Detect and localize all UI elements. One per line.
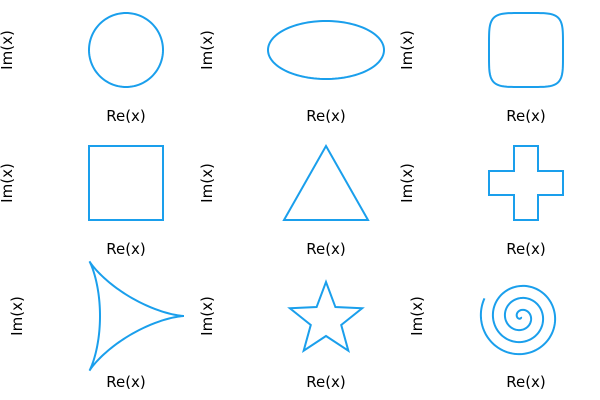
deltoid-curve (88, 260, 184, 372)
triangle-curve (282, 143, 370, 221)
y-axis-label: Im(x) (198, 30, 216, 70)
panel-superellipse: Re(x) Im(x) (398, 11, 565, 125)
square-curve (88, 145, 164, 221)
y-axis-label: Im(x) (408, 296, 426, 336)
panel-ellipse: Re(x) Im(x) (198, 19, 386, 125)
panel-circle: Re(x) Im(x) (0, 11, 165, 125)
panel-star: Re(x) Im(x) (198, 279, 365, 391)
y-axis-label: Im(x) (0, 30, 16, 70)
x-axis-label: Re(x) (506, 107, 546, 125)
cross-curve (488, 145, 564, 221)
panel-spiral: Re(x) Im(x) (408, 284, 557, 391)
x-axis-label: Re(x) (306, 107, 346, 125)
superellipse-curve (487, 11, 565, 89)
spiral-curve (479, 284, 557, 356)
y-axis-label: Im(x) (398, 30, 416, 70)
panel-triangle: Re(x) Im(x) (198, 143, 370, 258)
y-axis-label: Im(x) (0, 163, 16, 203)
x-axis-label: Re(x) (506, 373, 546, 391)
star-curve (287, 279, 365, 354)
x-axis-label: Re(x) (506, 240, 546, 258)
y-axis-label: Im(x) (8, 296, 26, 336)
circle-curve (87, 11, 165, 89)
ellipse-curve (266, 19, 386, 81)
y-axis-label: Im(x) (198, 296, 216, 336)
x-axis-label: Re(x) (306, 240, 346, 258)
y-axis-label: Im(x) (198, 163, 216, 203)
x-axis-label: Re(x) (306, 373, 346, 391)
x-axis-label: Re(x) (106, 240, 146, 258)
panel-cross: Re(x) Im(x) (398, 145, 564, 258)
panel-square: Re(x) Im(x) (0, 145, 164, 258)
x-axis-label: Re(x) (106, 373, 146, 391)
x-axis-label: Re(x) (106, 107, 146, 125)
y-axis-label: Im(x) (398, 163, 416, 203)
panels-group: Re(x) Im(x) Re(x) Im(x) Re(x) Im(x) Re(x) Im(x)… (0, 11, 565, 391)
panel-deltoid: Re(x) Im(x) (8, 260, 184, 391)
